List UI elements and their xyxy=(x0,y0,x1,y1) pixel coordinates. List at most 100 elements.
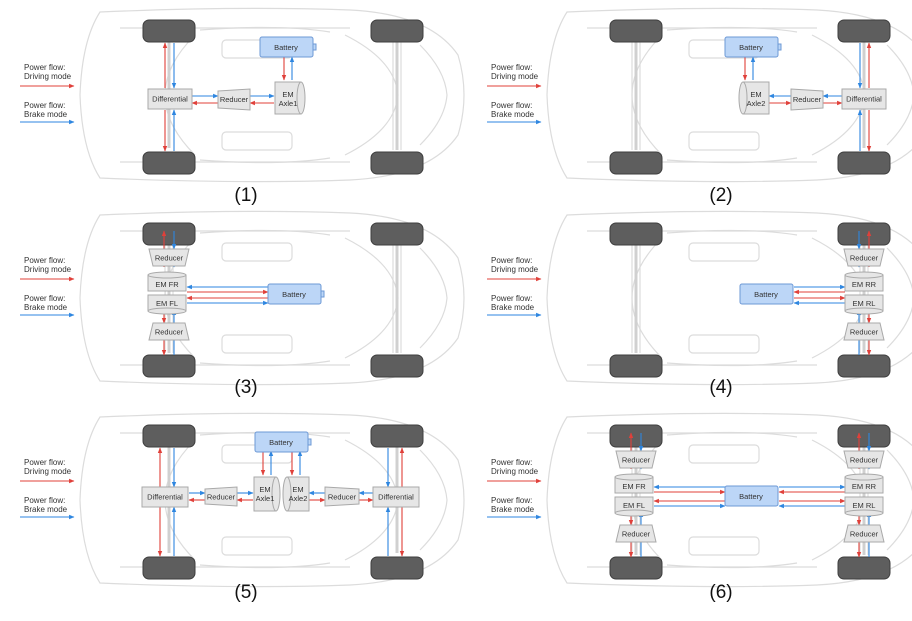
svg-text:Power flow:: Power flow: xyxy=(491,101,532,110)
svg-text:Power flow:: Power flow: xyxy=(491,496,532,505)
svg-text:EM: EM xyxy=(292,485,303,494)
svg-text:Axle1: Axle1 xyxy=(256,494,275,503)
motor-rl: EM RL xyxy=(844,496,884,517)
legend-panel-5: Power flow: Driving mode Power flow: Bra… xyxy=(20,458,75,520)
svg-text:EM RR: EM RR xyxy=(852,482,877,491)
svg-text:Reducer: Reducer xyxy=(622,456,651,465)
svg-text:Brake mode: Brake mode xyxy=(491,505,535,514)
svg-text:Axle1: Axle1 xyxy=(279,99,298,108)
motor-fl: EM FL xyxy=(614,496,654,517)
svg-text:EM FL: EM FL xyxy=(156,299,178,308)
differential-front xyxy=(141,486,189,508)
panel-6: Power flow: Driving mode Power flow: Bra… xyxy=(487,412,912,603)
svg-text:Power flow:: Power flow: xyxy=(24,458,65,467)
svg-text:Reducer: Reducer xyxy=(850,328,879,337)
svg-text:EM RR: EM RR xyxy=(852,280,877,289)
reducer-rear-bottom xyxy=(843,524,885,543)
reducer-bottom xyxy=(148,322,190,341)
motor-fr: EM FR xyxy=(147,271,187,292)
svg-text:Reducer: Reducer xyxy=(155,254,184,263)
svg-text:EM: EM xyxy=(282,90,293,99)
reducer-rear-top xyxy=(843,450,885,469)
svg-text:Brake mode: Brake mode xyxy=(491,110,535,119)
panel-label-1: (1) xyxy=(234,185,257,206)
svg-text:Power flow:: Power flow: xyxy=(491,256,532,265)
legend-panel-4: Power flow: Driving mode Power flow: Bra… xyxy=(487,256,542,318)
legend-panel-3: Power flow: Driving mode Power flow: Bra… xyxy=(20,256,75,318)
svg-text:EM: EM xyxy=(259,485,270,494)
svg-text:Power flow:: Power flow: xyxy=(24,294,65,303)
panel-label-3: (3) xyxy=(234,377,257,398)
reducer-box xyxy=(790,88,824,111)
reducer-front xyxy=(204,486,238,507)
svg-text:Power flow:: Power flow: xyxy=(24,256,65,265)
motor-rr: EM RR xyxy=(844,271,884,292)
panel-4: Power flow: Driving mode Power flow: Bra… xyxy=(487,210,912,398)
battery: Battery xyxy=(739,283,794,305)
panel-3: Power flow: Driving mode Power flow: Bra… xyxy=(20,210,465,398)
panel-label-5: (5) xyxy=(234,582,257,603)
svg-text:EM FL: EM FL xyxy=(623,501,645,510)
legend-drive-line2: Driving mode xyxy=(24,72,72,81)
legend-brake-line1: Power flow: xyxy=(24,101,65,110)
reducer-top xyxy=(148,248,190,267)
svg-text:Power flow:: Power flow: xyxy=(24,496,65,505)
battery: Battery xyxy=(724,36,782,58)
svg-text:Reducer: Reducer xyxy=(155,328,184,337)
panel-label-4: (4) xyxy=(709,377,732,398)
svg-text:EM: EM xyxy=(750,90,761,99)
legend-brake-line2: Brake mode xyxy=(24,110,68,119)
svg-text:Axle2: Axle2 xyxy=(289,494,308,503)
svg-text:Power flow:: Power flow: xyxy=(491,63,532,72)
legend-panel-1: Power flow: Driving mode Power flow: Bra… xyxy=(20,63,75,125)
reducer-rear xyxy=(324,486,360,507)
motor-axle1: EM Axle1 xyxy=(274,81,306,115)
rear-axle-wheels xyxy=(369,221,425,379)
reducer-top xyxy=(843,248,885,267)
panel-label-6: (6) xyxy=(709,582,732,603)
motor-axle1: EM Axle1 xyxy=(253,476,281,512)
motor-rr: EM RR xyxy=(844,473,884,494)
svg-text:Reducer: Reducer xyxy=(793,95,822,104)
battery: Battery xyxy=(724,485,779,507)
svg-text:Driving mode: Driving mode xyxy=(491,72,539,81)
reducer-bottom xyxy=(843,322,885,341)
svg-text:Brake mode: Brake mode xyxy=(491,303,535,312)
svg-text:Driving mode: Driving mode xyxy=(24,467,72,476)
legend-panel-2: Power flow: Driving mode Power flow: Bra… xyxy=(487,63,542,125)
svg-text:Brake mode: Brake mode xyxy=(24,303,68,312)
battery: Battery xyxy=(267,283,325,305)
panel-2: Power flow: Driving mode Power flow: Bra… xyxy=(487,7,912,206)
svg-text:Reducer: Reducer xyxy=(207,493,236,502)
svg-text:Driving mode: Driving mode xyxy=(491,265,539,274)
battery: Battery xyxy=(254,431,312,453)
svg-text:EM RL: EM RL xyxy=(853,501,876,510)
reducer-front-bottom xyxy=(615,524,657,543)
svg-text:Power flow:: Power flow: xyxy=(491,294,532,303)
svg-text:Battery: Battery xyxy=(739,492,763,501)
reducer-front-top xyxy=(615,450,657,469)
svg-text:Driving mode: Driving mode xyxy=(491,467,539,476)
svg-text:Battery: Battery xyxy=(282,290,306,299)
svg-text:Differential: Differential xyxy=(378,493,414,502)
differential-rear xyxy=(372,486,420,508)
svg-text:Reducer: Reducer xyxy=(850,530,879,539)
differential-label: Differential xyxy=(152,95,188,104)
svg-text:Battery: Battery xyxy=(274,43,298,52)
svg-text:EM FR: EM FR xyxy=(155,280,179,289)
battery: Battery xyxy=(259,36,317,58)
differential-box xyxy=(147,88,193,110)
svg-text:Battery: Battery xyxy=(269,438,293,447)
rear-axle-wheels xyxy=(369,18,425,176)
svg-text:Axle2: Axle2 xyxy=(747,99,766,108)
svg-text:Reducer: Reducer xyxy=(850,456,879,465)
svg-text:Reducer: Reducer xyxy=(622,530,651,539)
panel-5: Power flow: Driving mode Power flow: Bra… xyxy=(20,412,465,603)
differential-box xyxy=(841,88,887,110)
svg-text:Brake mode: Brake mode xyxy=(24,505,68,514)
motor-fl: EM FL xyxy=(147,294,187,315)
reducer-box xyxy=(217,88,251,111)
svg-text:Power flow:: Power flow: xyxy=(491,458,532,467)
